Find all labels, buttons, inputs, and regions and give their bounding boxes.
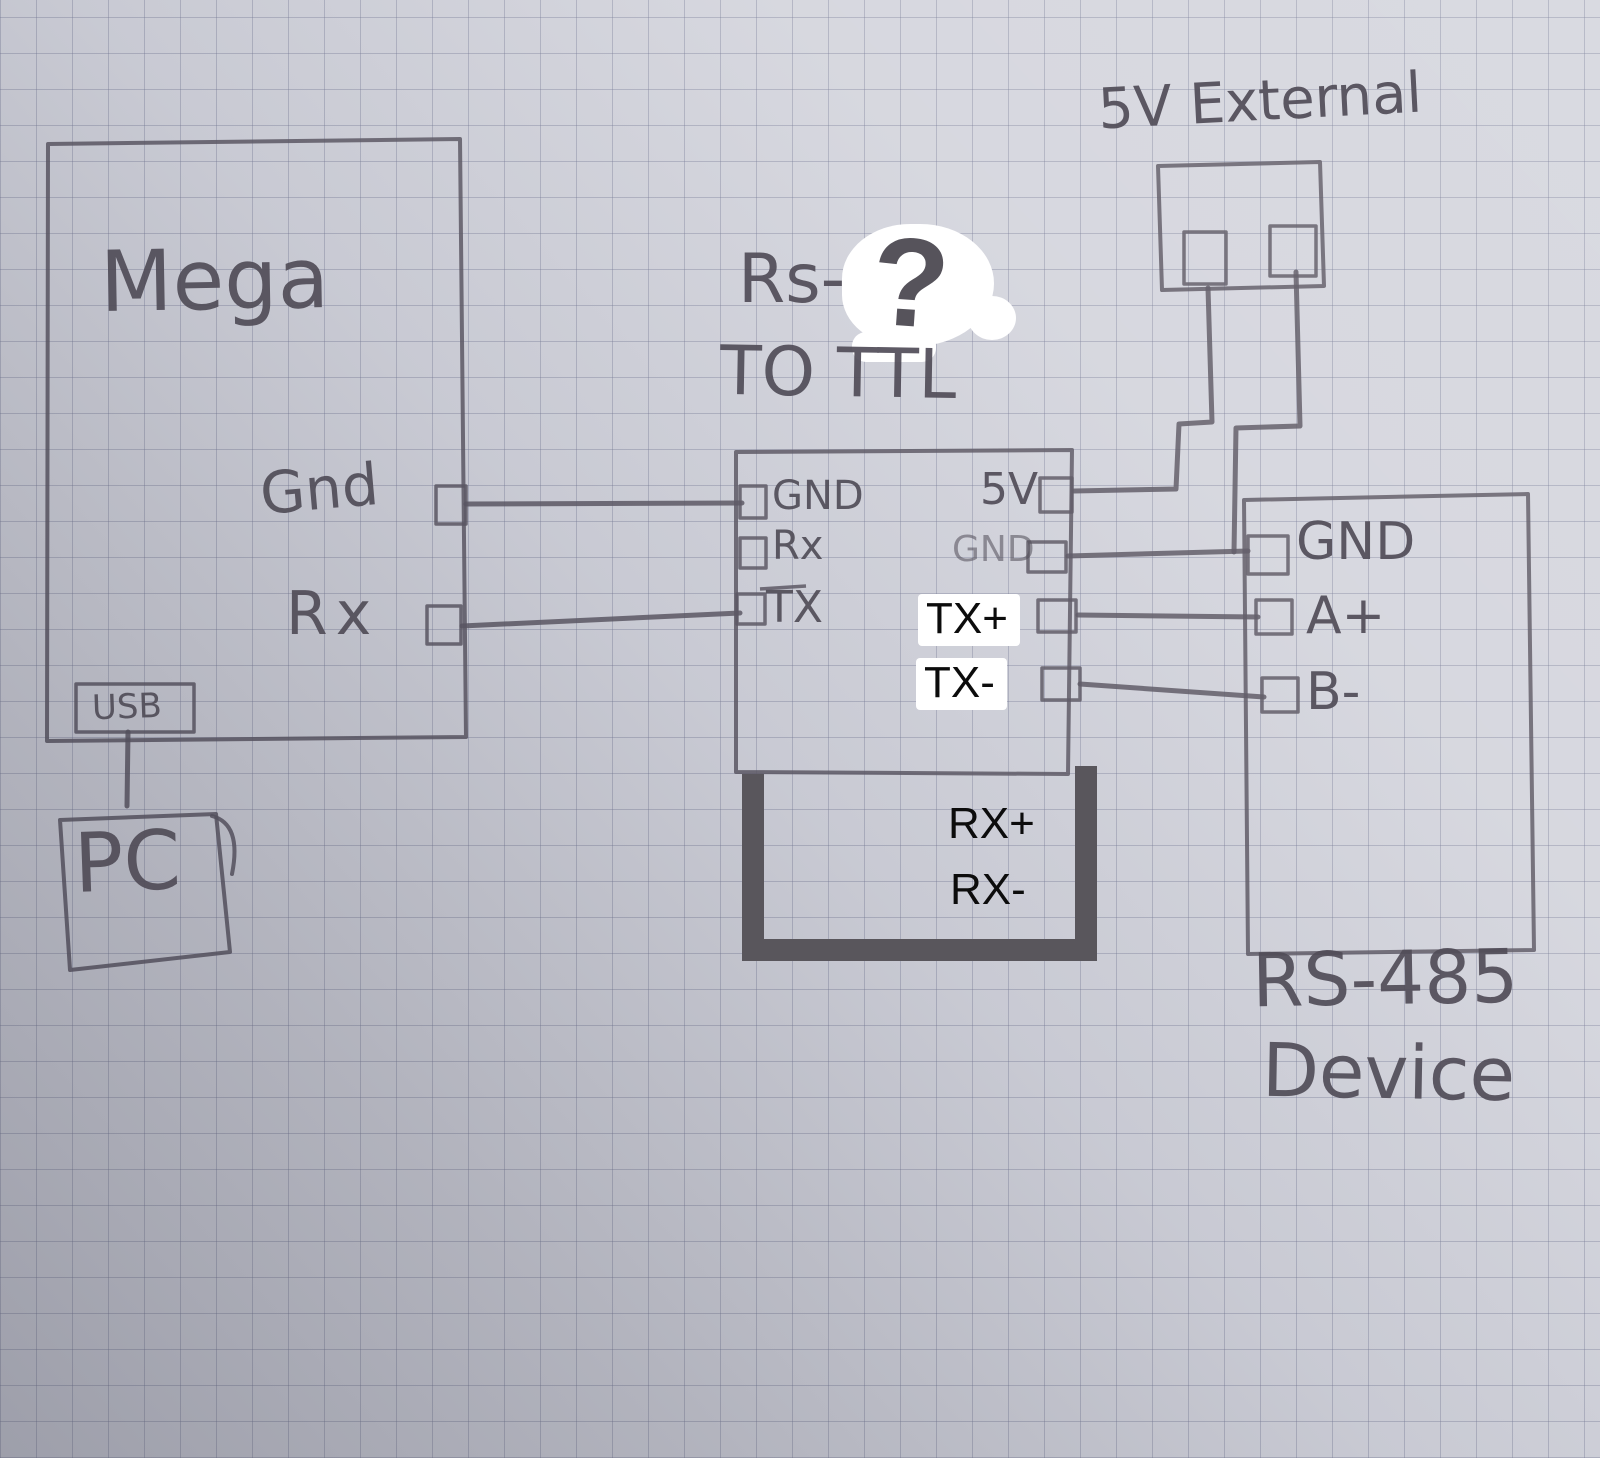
marker-bracket — [742, 766, 1097, 961]
wire-txplus-to-aplus — [1075, 612, 1261, 620]
module-rx-left-pin-box — [738, 536, 768, 570]
rs485-gnd-pin-box — [1246, 534, 1290, 576]
wire-module-gnd-to-rs485-gnd — [1065, 548, 1251, 559]
wire-external-return — [1231, 269, 1303, 555]
pc-box-corner — [210, 814, 237, 876]
module-5v-right-pin-box — [1038, 476, 1074, 514]
external-5v-pin-left-box — [1182, 230, 1228, 286]
usb-box — [74, 682, 196, 734]
wire-module-5v-to-external — [1071, 285, 1215, 494]
module-box — [734, 448, 1074, 776]
mega-box — [45, 137, 468, 743]
question-highlight-blob-tail — [852, 332, 936, 362]
external-5v-box — [1156, 160, 1326, 292]
usb-to-pc-wire — [124, 729, 131, 809]
rs485-box — [1242, 492, 1536, 956]
wire-txminus-to-bminus — [1077, 681, 1267, 700]
question-highlight-blob-right — [968, 296, 1016, 340]
module-tx-overline — [759, 584, 807, 591]
external-5v-pin-right-box — [1268, 224, 1318, 278]
pc-box — [58, 812, 232, 972]
module-tx-left-pin-box — [735, 592, 767, 626]
wire-mega-gnd-to-module-gnd — [463, 500, 745, 507]
wire-mega-rx-to-module-tx — [459, 610, 743, 629]
